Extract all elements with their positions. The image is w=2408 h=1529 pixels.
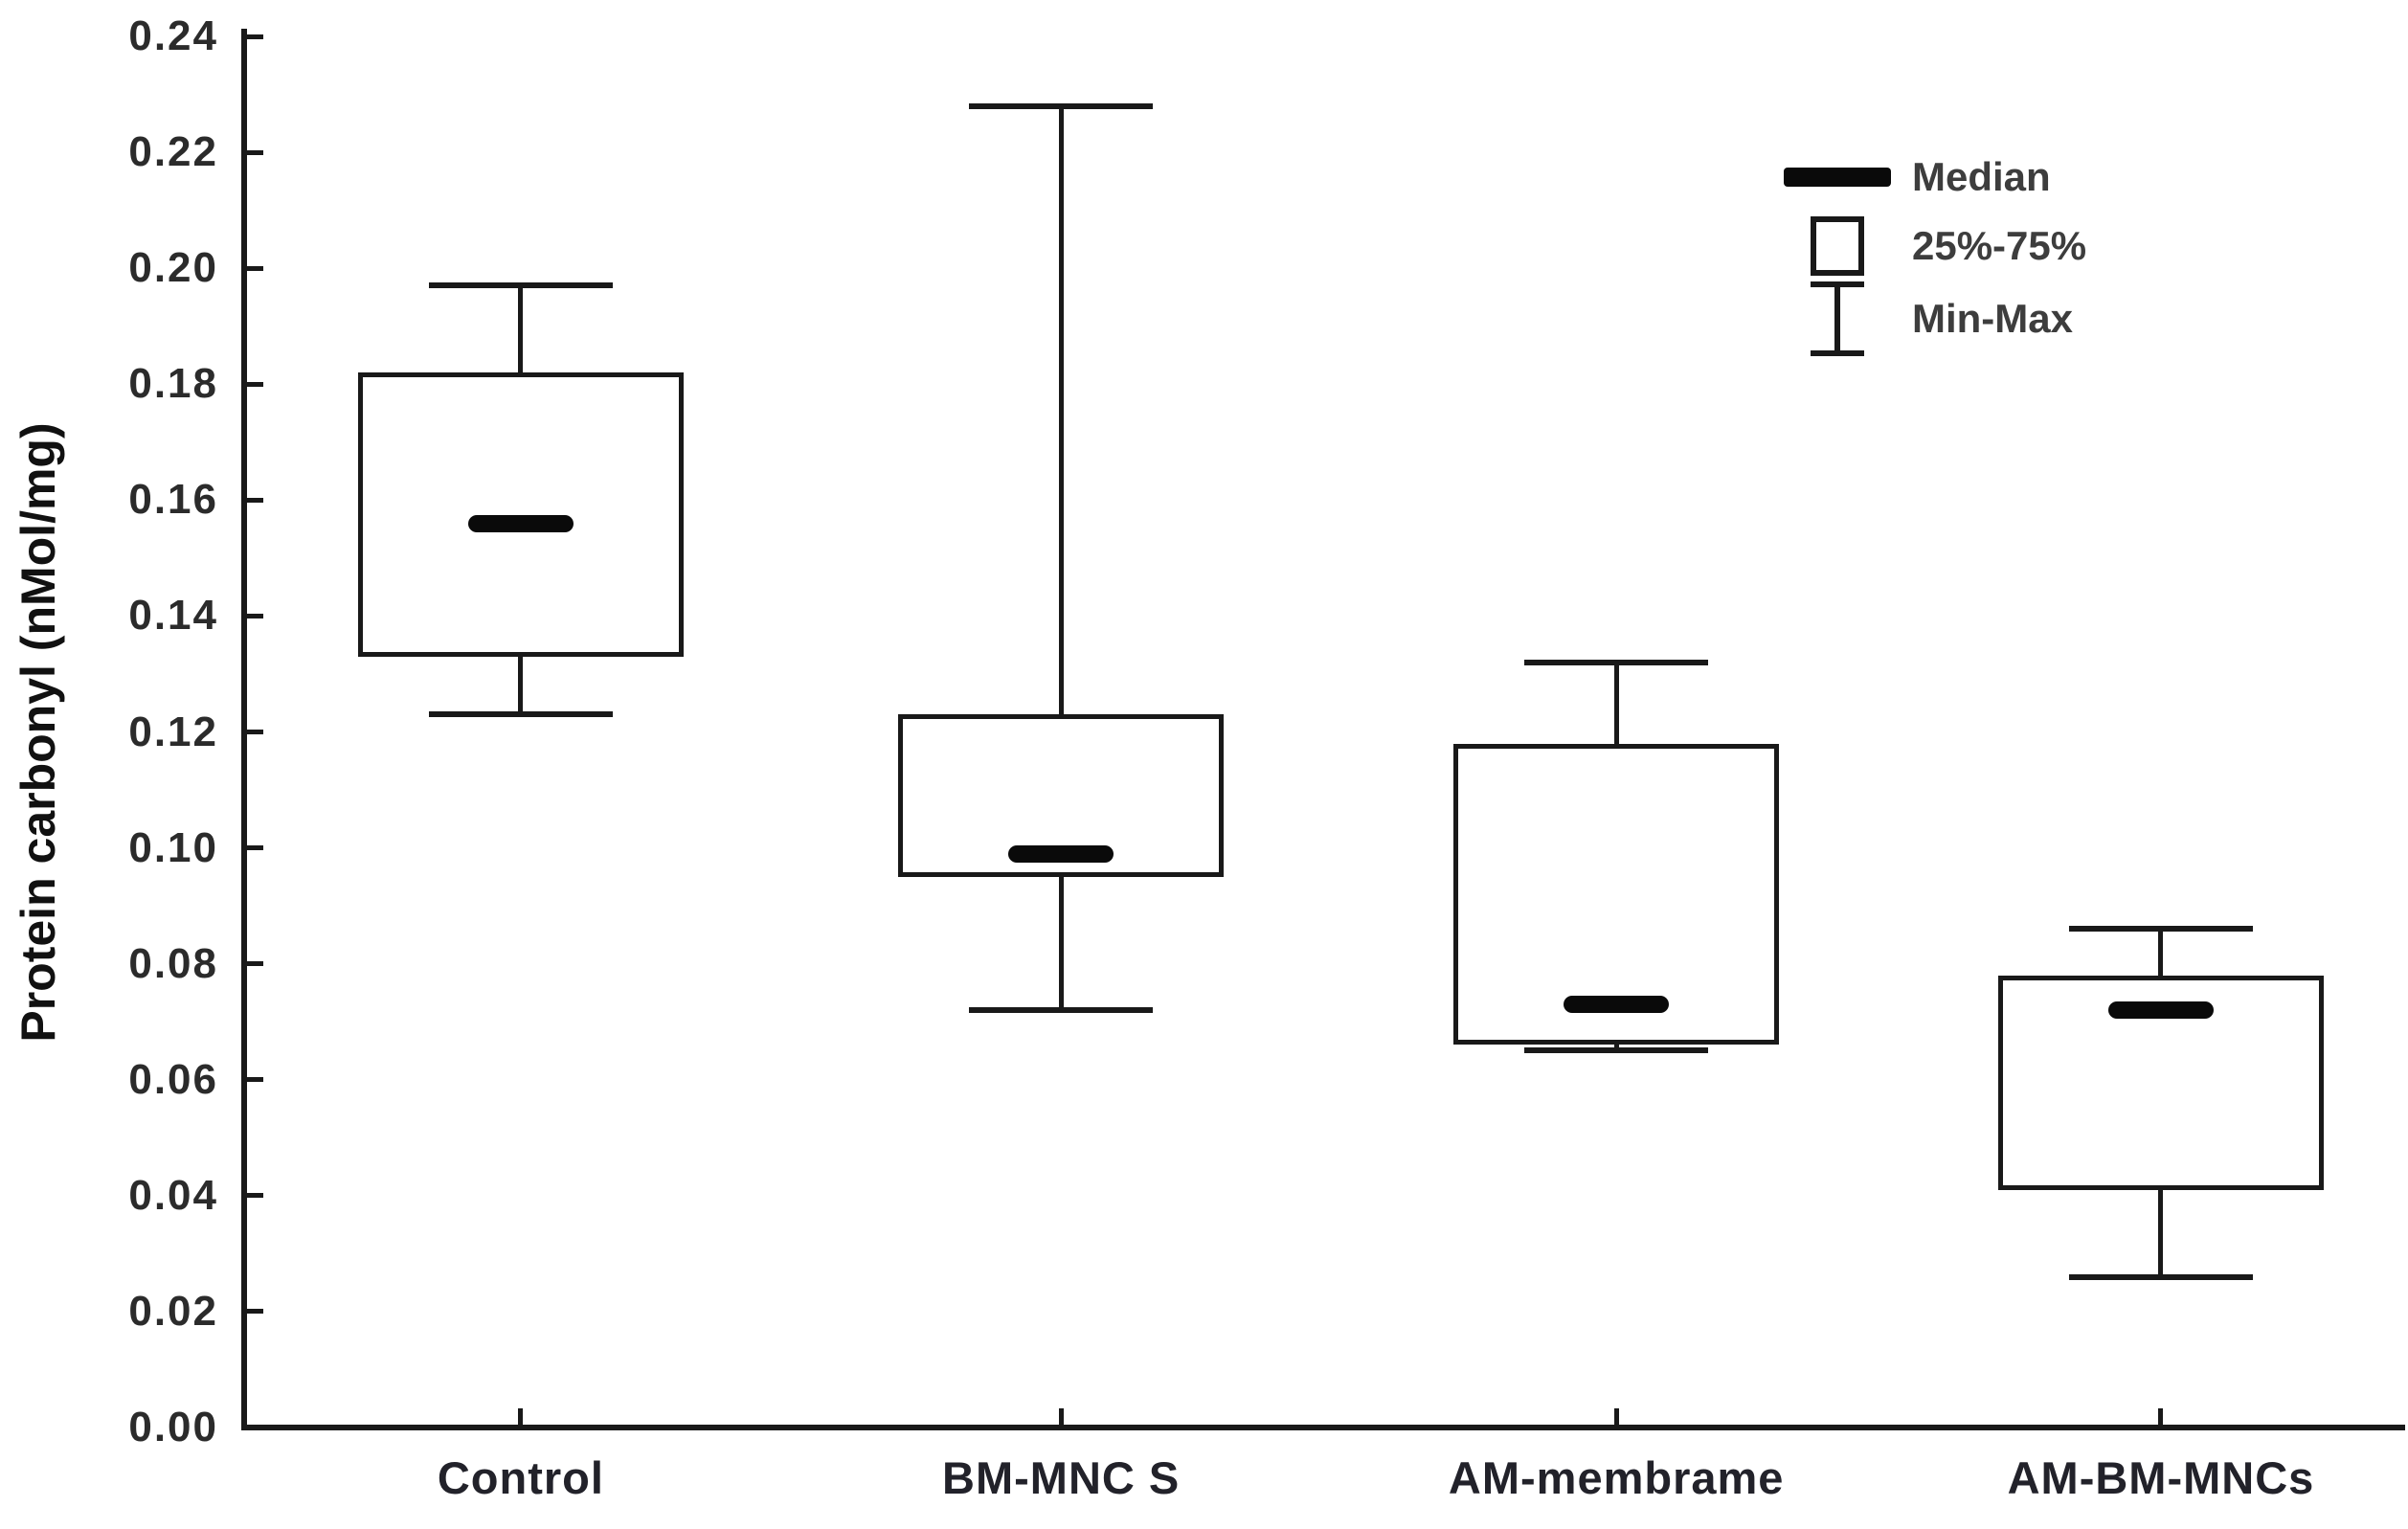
median-bar — [1564, 996, 1670, 1014]
upper-whisker-line — [518, 285, 524, 373]
y-axis-title: Protein carbonyl (nMol/mg) — [11, 422, 65, 1043]
legend-label: 25%-75% — [1912, 223, 2087, 268]
y-tick-label: 0.04 — [128, 1171, 218, 1219]
lower-whisker-line — [1058, 876, 1064, 1011]
x-axis-tick — [518, 1408, 524, 1425]
median-bar — [1008, 844, 1114, 863]
x-category-label: Control — [437, 1452, 604, 1503]
y-axis-tick — [247, 845, 263, 851]
x-axis-tick — [2158, 1408, 2164, 1425]
y-tick-label: 0.20 — [128, 244, 218, 292]
x-category-label: AM-BM-MNCs — [2007, 1452, 2315, 1503]
min-whisker-cap — [969, 1007, 1154, 1014]
y-tick-label: 0.14 — [128, 592, 218, 640]
min-whisker-cap — [2068, 1273, 2253, 1280]
y-tick-label: 0.02 — [128, 1287, 218, 1335]
y-axis-tick — [247, 730, 263, 734]
iqr-box — [1997, 975, 2324, 1190]
median-bar — [467, 514, 574, 532]
x-category-label: AM-membrame — [1448, 1452, 1785, 1503]
legend-item-iqr: 25%-75% — [1767, 213, 2303, 280]
y-axis-tick — [247, 1309, 263, 1315]
median-bar — [2107, 1001, 2214, 1020]
legend: Median 25%-75% Min-Max — [1767, 144, 2303, 364]
x-axis-line — [241, 1425, 2405, 1430]
y-tick-label: 0.10 — [128, 823, 218, 871]
y-axis-tick — [247, 149, 263, 155]
y-tick-label: 0.12 — [128, 708, 218, 755]
max-whisker-cap — [969, 102, 1154, 109]
y-axis-tick — [247, 34, 263, 39]
iqr-box-swatch-icon — [1811, 216, 1864, 276]
y-tick-label: 0.22 — [128, 128, 218, 176]
upper-whisker-line — [1058, 105, 1064, 715]
y-tick-label: 0.06 — [128, 1055, 218, 1103]
upper-whisker-line — [2158, 929, 2164, 976]
y-axis-tick — [247, 381, 263, 387]
y-axis-tick — [247, 613, 263, 618]
y-tick-label: 0.16 — [128, 476, 218, 524]
max-whisker-cap — [428, 282, 613, 289]
y-tick-label: 0.24 — [128, 12, 218, 59]
x-axis-tick — [1058, 1408, 1064, 1425]
y-tick-label: 0.08 — [128, 939, 218, 987]
max-whisker-cap — [2068, 926, 2253, 933]
min-whisker-cap — [428, 711, 613, 718]
iqr-box — [357, 372, 684, 657]
legend-label: Median — [1912, 154, 2051, 199]
upper-whisker-line — [1613, 662, 1619, 744]
max-whisker-cap — [1524, 659, 1709, 665]
y-axis-tick — [247, 1077, 263, 1083]
x-axis-tick — [1613, 1408, 1619, 1425]
y-axis-tick — [247, 497, 263, 503]
lower-whisker-line — [2158, 1189, 2164, 1277]
median-swatch-icon — [1784, 168, 1891, 187]
y-tick-label: 0.00 — [128, 1404, 218, 1450]
lower-whisker-line — [1613, 1045, 1619, 1051]
y-axis-line — [241, 29, 247, 1430]
y-axis-tick — [247, 265, 263, 271]
legend-item-minmax: Min-Max — [1767, 281, 2303, 356]
x-category-label: BM-MNC S — [942, 1452, 1181, 1503]
y-axis-tick — [247, 961, 263, 967]
legend-item-median: Median — [1767, 144, 2303, 211]
min-whisker-cap — [1524, 1047, 1709, 1054]
y-axis-tick — [247, 1193, 263, 1199]
legend-label: Min-Max — [1912, 296, 2073, 341]
y-tick-label: 0.18 — [128, 360, 218, 408]
y-axis-tick — [247, 1425, 263, 1430]
whisker-swatch-icon — [1811, 281, 1864, 356]
lower-whisker-line — [518, 656, 524, 715]
iqr-box — [1453, 743, 1780, 1046]
